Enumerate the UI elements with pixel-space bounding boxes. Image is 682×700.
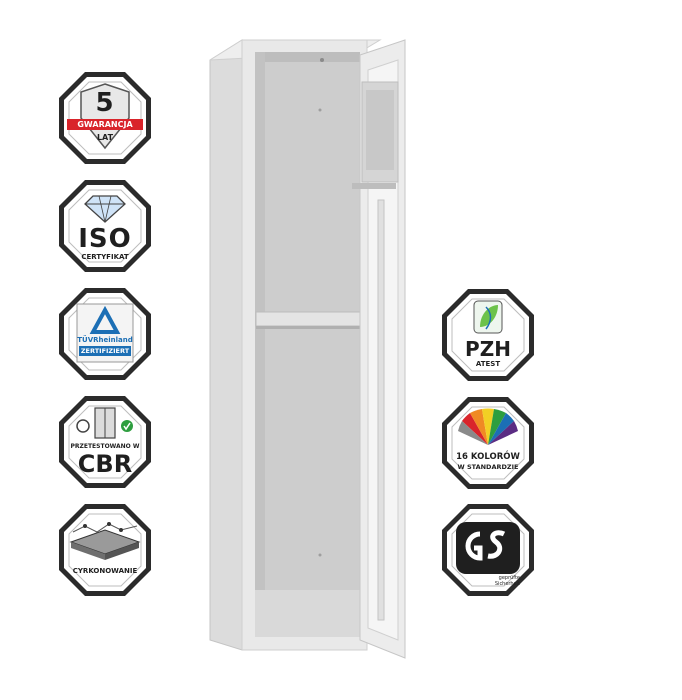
cbr-title: CBR [77, 450, 133, 478]
pzh-badge: PZH ATEST [440, 287, 536, 383]
coating-layers-icon [69, 522, 141, 560]
gs-line1: geprüfte [498, 575, 520, 581]
octagon-shape [59, 288, 151, 380]
diamond-icon [84, 195, 126, 223]
cbr-top: PRZETESTOWANO W [70, 443, 140, 450]
octagon-shape [442, 504, 534, 596]
octagon-shape [59, 180, 151, 272]
tuv-badge: TÜVRheinland ZERTIFIZIERT [57, 286, 153, 382]
cbr-badge: PRZETESTOWANO W CBR [57, 394, 153, 490]
tuv-triangle-icon [89, 305, 121, 334]
color-fan-icon [458, 408, 518, 445]
iso-title: ISO [78, 224, 132, 254]
leaf-dna-icon [473, 300, 503, 334]
pzh-sub: ATEST [475, 360, 501, 368]
colors-sub: W STANDARDZIE [457, 463, 519, 471]
pzh-title: PZH [465, 337, 511, 361]
tuv-sub: ZERTIFIZIERT [80, 347, 130, 355]
octagon-shape [59, 504, 151, 596]
gs-badge: geprüfte Sicherheit [440, 502, 536, 598]
warranty-sub: LAT [96, 133, 114, 142]
cabinet-side-panel [209, 39, 243, 651]
iso-sub: CERTYFIKAT [81, 253, 129, 261]
colors-title: 16 KOLORÓW [456, 452, 520, 462]
zirconium-badge: CYRKONOWANIE [57, 502, 153, 598]
octagon-shape [442, 397, 534, 489]
tuv-brand: TÜVRheinland [77, 336, 133, 344]
cabinet-interior [255, 52, 360, 637]
octagon-shape [59, 72, 151, 164]
check-icon [121, 420, 133, 432]
cabinet-shelf [255, 311, 361, 327]
warranty-band: GWARANCJA [67, 119, 143, 130]
magnifier-icon [76, 419, 90, 433]
warranty-badge: 5 GWARANCJA LAT [57, 70, 153, 166]
warranty-number: 5 [95, 88, 115, 118]
colors-badge: 16 KOLORÓW W STANDARDZIE [440, 395, 536, 491]
iso-badge: ISO CERTYFIKAT [57, 178, 153, 274]
gs-line2: Sicherheit [494, 581, 520, 587]
gs-mark-icon [456, 522, 520, 574]
shield-icon [80, 83, 130, 150]
octagon-shape [59, 396, 151, 488]
octagon-shape [442, 289, 534, 381]
zirconium-sub: CYRKONOWANIE [72, 567, 138, 575]
locker-icon [94, 407, 116, 439]
